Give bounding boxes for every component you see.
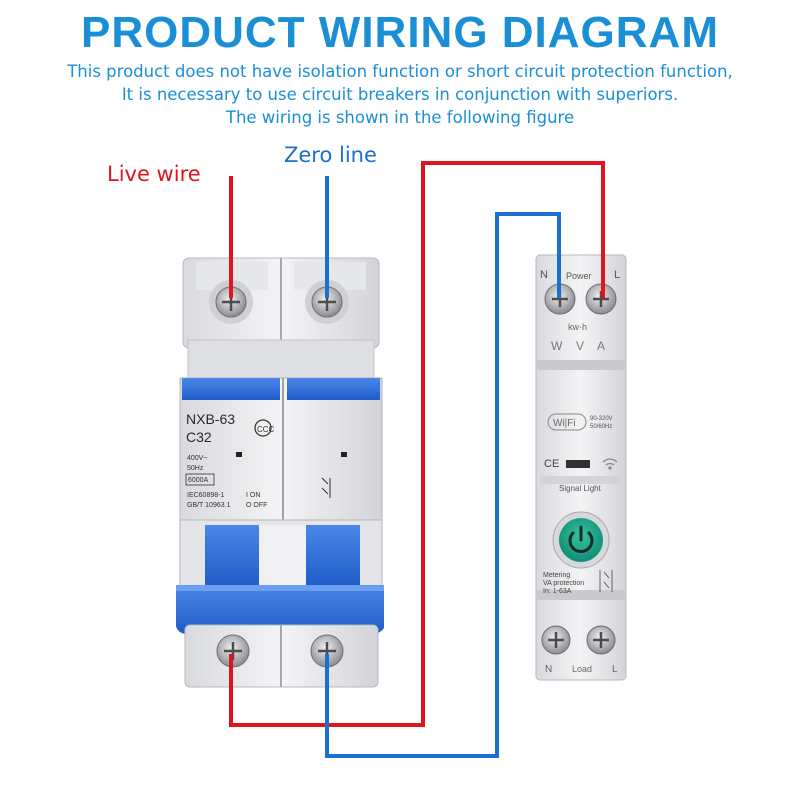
meter-w-label: W [551, 339, 563, 353]
power-icon [568, 525, 594, 553]
breaker-spec-1: 400V~ [187, 455, 207, 462]
meter-relay-symbol-icon [599, 570, 613, 592]
page-title: PRODUCT WIRING DIAGRAM [81, 8, 719, 57]
breaker-standard-1: IEC60898-1 [187, 492, 224, 499]
meter-power-label: Power [566, 271, 592, 281]
live-wire [229, 161, 605, 727]
breaker-spec-3: 6000A [188, 477, 209, 484]
meter-signal-led [566, 460, 590, 468]
power-button[interactable] [552, 511, 610, 569]
live-wire-label: Live wire [107, 162, 201, 186]
meter-signal-light-label: Signal Light [559, 484, 602, 493]
circuit-breaker: NXB-63 C32 CCC 400V~ 50Hz 6000A IEC60898… [176, 257, 384, 688]
meter-bottom-left-screw-icon [541, 625, 571, 655]
meter-load-label: Load [572, 664, 592, 674]
breaker-bottom-right-screw-icon [310, 634, 344, 668]
meter-in-rating-label: In: 1-63A [543, 588, 572, 595]
description-line-3: The wiring is shown in the following fig… [225, 108, 575, 127]
meter-wifi-label: Wi|Fi [553, 418, 576, 429]
svg-text:CCC: CCC [257, 425, 275, 434]
breaker-on-label: I ON [246, 492, 260, 499]
breaker-standard-2: GB/T 10963.1 [187, 502, 231, 509]
breaker-bottom-left-screw-icon [216, 634, 250, 668]
smart-meter: N Power L kw·h W V A Wi|Fi 90-320V 50/60… [535, 254, 627, 681]
meter-kwh-label: kw·h [568, 322, 587, 332]
zero-line-label: Zero line [284, 143, 377, 167]
meter-freq-label: 50/60Hz [590, 424, 612, 430]
meter-l-top-label: L [614, 269, 620, 281]
breaker-spec-2: 50Hz [187, 465, 204, 472]
breaker-symbol-icon [321, 477, 331, 498]
breaker-top-right-screw-icon [305, 280, 349, 324]
description-line-2: It is necessary to use circuit breakers … [121, 85, 679, 104]
meter-ce-mark: CE [544, 458, 559, 470]
breaker-top-left-screw-icon [209, 280, 253, 324]
zero-line-wire [325, 176, 561, 758]
wifi-icon [602, 458, 618, 470]
meter-metering-label: Metering [543, 572, 570, 579]
meter-a-label: A [597, 339, 605, 353]
breaker-rating: C32 [186, 429, 212, 445]
meter-va-protection-label: VA protection [543, 580, 584, 587]
meter-n-bottom-label: N [545, 664, 552, 675]
meter-bottom-right-screw-icon [586, 625, 616, 655]
meter-l-bottom-label: L [612, 664, 618, 675]
meter-v-label: V [576, 339, 584, 353]
meter-n-top-label: N [540, 269, 548, 281]
breaker-model: NXB-63 [186, 411, 235, 427]
meter-voltage-label: 90-320V [590, 416, 613, 422]
breaker-off-label: O OFF [246, 502, 267, 509]
description-line-1: This product does not have isolation fun… [67, 62, 733, 81]
